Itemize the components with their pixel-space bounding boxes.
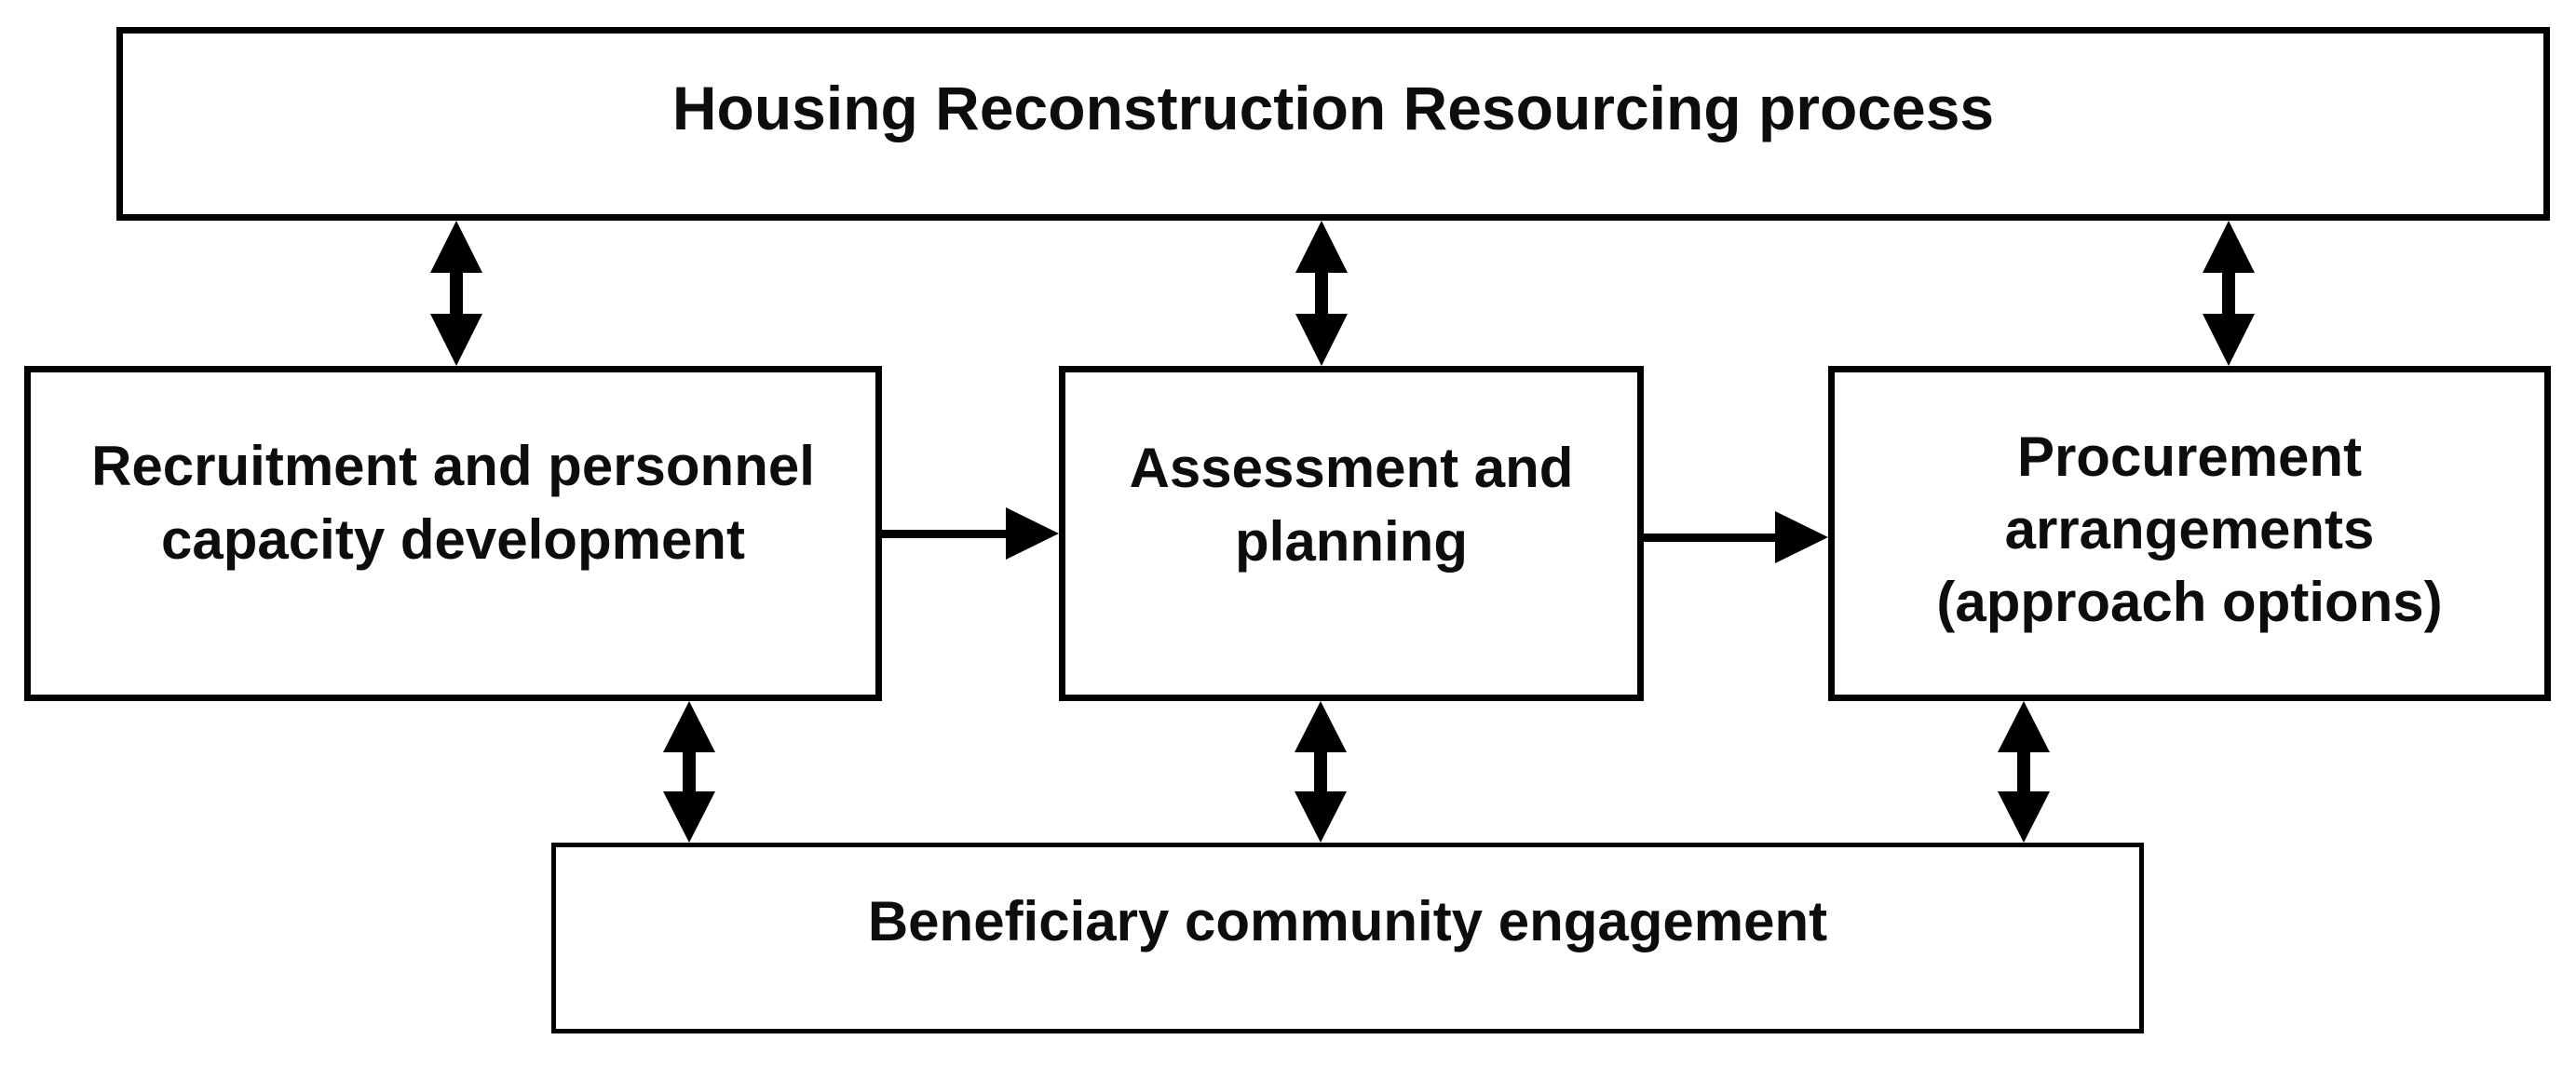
box-label-line: planning [1235, 510, 1468, 573]
box-assessment-and-planning: Assessment and planning [1059, 366, 1644, 701]
bidirectional-arrow-procurement-to-beneficiary-icon [1998, 701, 2050, 843]
bidirectional-arrow-assessment-to-beneficiary-icon [1295, 701, 1347, 843]
box-label: Housing Reconstruction Resourcing proces… [671, 74, 1995, 142]
box-label-line: Procurement [2016, 425, 2363, 488]
box-label-line: Recruitment and personnel [91, 434, 815, 497]
bidirectional-arrow-top-to-procurement-icon [2203, 221, 2255, 366]
box-recruitment-and-personnel-capacity-development: Recruitment and personnel capacity devel… [24, 366, 882, 701]
bidirectional-arrow-recruitment-to-beneficiary-icon [663, 701, 715, 843]
box-beneficiary-community-engagement: Beneficiary community engagement [551, 843, 2144, 1033]
box-label-line: arrangements [2004, 498, 2375, 561]
bidirectional-arrow-top-to-assessment-icon [1295, 221, 1348, 366]
box-label-line: Assessment and [1129, 436, 1574, 499]
box-label: Beneficiary community engagement [867, 890, 1828, 952]
box-housing-reconstruction-resourcing-process: Housing Reconstruction Resourcing proces… [116, 27, 2550, 221]
box-label-line: capacity development [161, 508, 745, 571]
bidirectional-arrow-top-to-recruitment-icon [430, 221, 482, 366]
right-arrow-assessment-to-procurement-icon [1644, 509, 1828, 565]
right-arrow-recruitment-to-assessment-icon [882, 506, 1059, 561]
box-procurement-arrangements: Procurement arrangements (approach optio… [1828, 366, 2551, 701]
box-label-line: (approach options) [1936, 571, 2443, 633]
